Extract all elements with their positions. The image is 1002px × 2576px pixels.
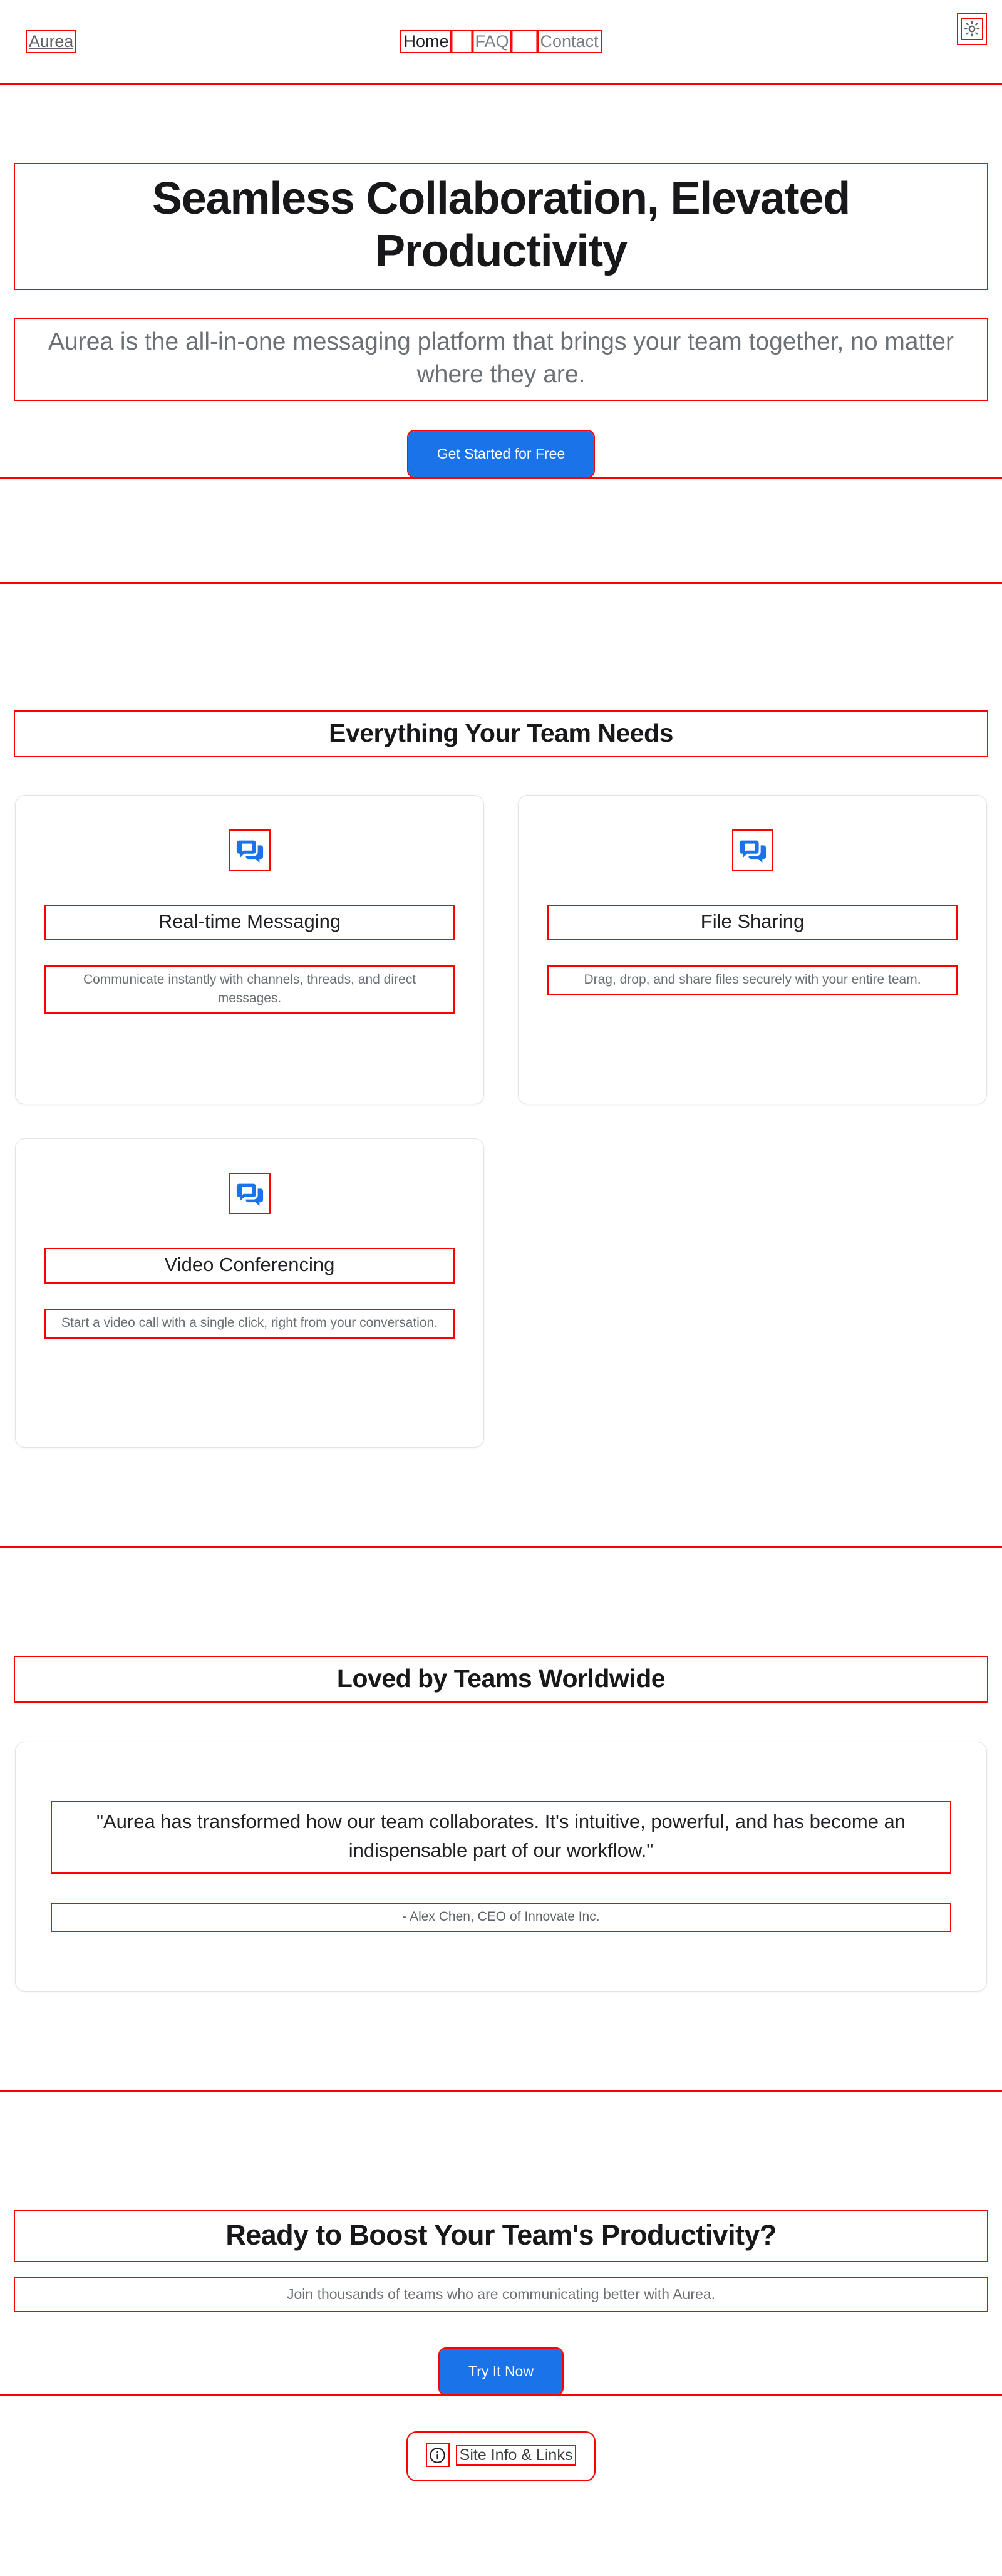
info-circle-icon xyxy=(425,2443,450,2468)
hero-section-divider xyxy=(0,479,1002,584)
feature-card[interactable]: Real-time Messaging Communicate instantl… xyxy=(15,794,484,1104)
feature-card[interactable]: Video Conferencing Start a video call wi… xyxy=(15,1138,484,1448)
features-grid: Real-time Messaging Communicate instantl… xyxy=(15,794,987,1448)
theme-toggle-button[interactable] xyxy=(957,13,987,45)
feature-title: Real-time Messaging xyxy=(44,904,455,940)
get-started-button[interactable]: Get Started for Free xyxy=(406,429,596,478)
pre-testimonials-spacer xyxy=(0,1548,1002,1657)
hero-section: Seamless Collaboration, Elevated Product… xyxy=(0,85,1002,479)
feature-description: Drag, drop, and share files securely wit… xyxy=(547,965,958,995)
nav-divider-1 xyxy=(450,29,474,54)
feature-title: File Sharing xyxy=(547,904,958,940)
site-info-links-label: Site Info & Links xyxy=(455,2444,577,2466)
testimonials-section: Loved by Teams Worldwide "Aurea has tran… xyxy=(0,1655,1002,1992)
brand-logo[interactable]: Aurea xyxy=(25,29,77,54)
cta-title: Ready to Boost Your Team's Productivity? xyxy=(14,2210,988,2263)
cta-subtitle: Join thousands of teams who are communic… xyxy=(14,2277,988,2313)
feature-description: Communicate instantly with channels, thr… xyxy=(44,965,455,1014)
nav-link-contact[interactable]: Contact xyxy=(536,29,602,54)
feature-title: Video Conferencing xyxy=(44,1247,455,1284)
feature-card[interactable]: File Sharing Drag, drop, and share files… xyxy=(518,794,987,1104)
features-section: Everything Your Team Needs Real-time Mes… xyxy=(0,710,1002,1448)
testimonial-quote: "Aurea has transformed how our team coll… xyxy=(51,1801,951,1874)
chat-bubbles-icon xyxy=(229,1172,271,1214)
testimonials-heading: Loved by Teams Worldwide xyxy=(14,1655,988,1703)
pre-features-spacer xyxy=(0,584,1002,712)
pre-cta-spacer xyxy=(0,2092,1002,2211)
nav-divider-2 xyxy=(510,29,539,54)
sun-icon xyxy=(961,18,983,40)
nav-link-faq[interactable]: FAQ xyxy=(471,29,513,54)
features-heading: Everything Your Team Needs xyxy=(14,710,988,757)
hero-cta-wrapper: Get Started for Free xyxy=(15,429,987,478)
chat-bubbles-icon xyxy=(731,829,773,871)
site-header: Aurea Home FAQ Contact xyxy=(0,0,1002,85)
site-footer: Site Info & Links xyxy=(0,2396,1002,2482)
main-nav: Home FAQ Contact xyxy=(400,29,602,54)
cta-section-divider xyxy=(0,2394,1002,2397)
hero-title: Seamless Collaboration, Elevated Product… xyxy=(14,162,988,291)
nav-link-home[interactable]: Home xyxy=(400,29,453,54)
site-info-links-button[interactable]: Site Info & Links xyxy=(406,2431,596,2482)
chat-bubbles-icon xyxy=(229,829,271,871)
testimonial-card: "Aurea has transformed how our team coll… xyxy=(15,1742,987,1992)
features-section-divider xyxy=(0,1448,1002,1548)
hero-subtitle: Aurea is the all-in-one messaging platfo… xyxy=(14,318,988,401)
testimonial-author: - Alex Chen, CEO of Innovate Inc. xyxy=(51,1902,951,1933)
cta-section: Ready to Boost Your Team's Productivity?… xyxy=(0,2210,1002,2396)
try-it-now-button[interactable]: Try It Now xyxy=(438,2347,564,2396)
cta-button-wrapper: Try It Now xyxy=(15,2347,987,2396)
testimonials-section-divider xyxy=(0,1992,1002,2092)
feature-description: Start a video call with a single click, … xyxy=(44,1308,455,1339)
